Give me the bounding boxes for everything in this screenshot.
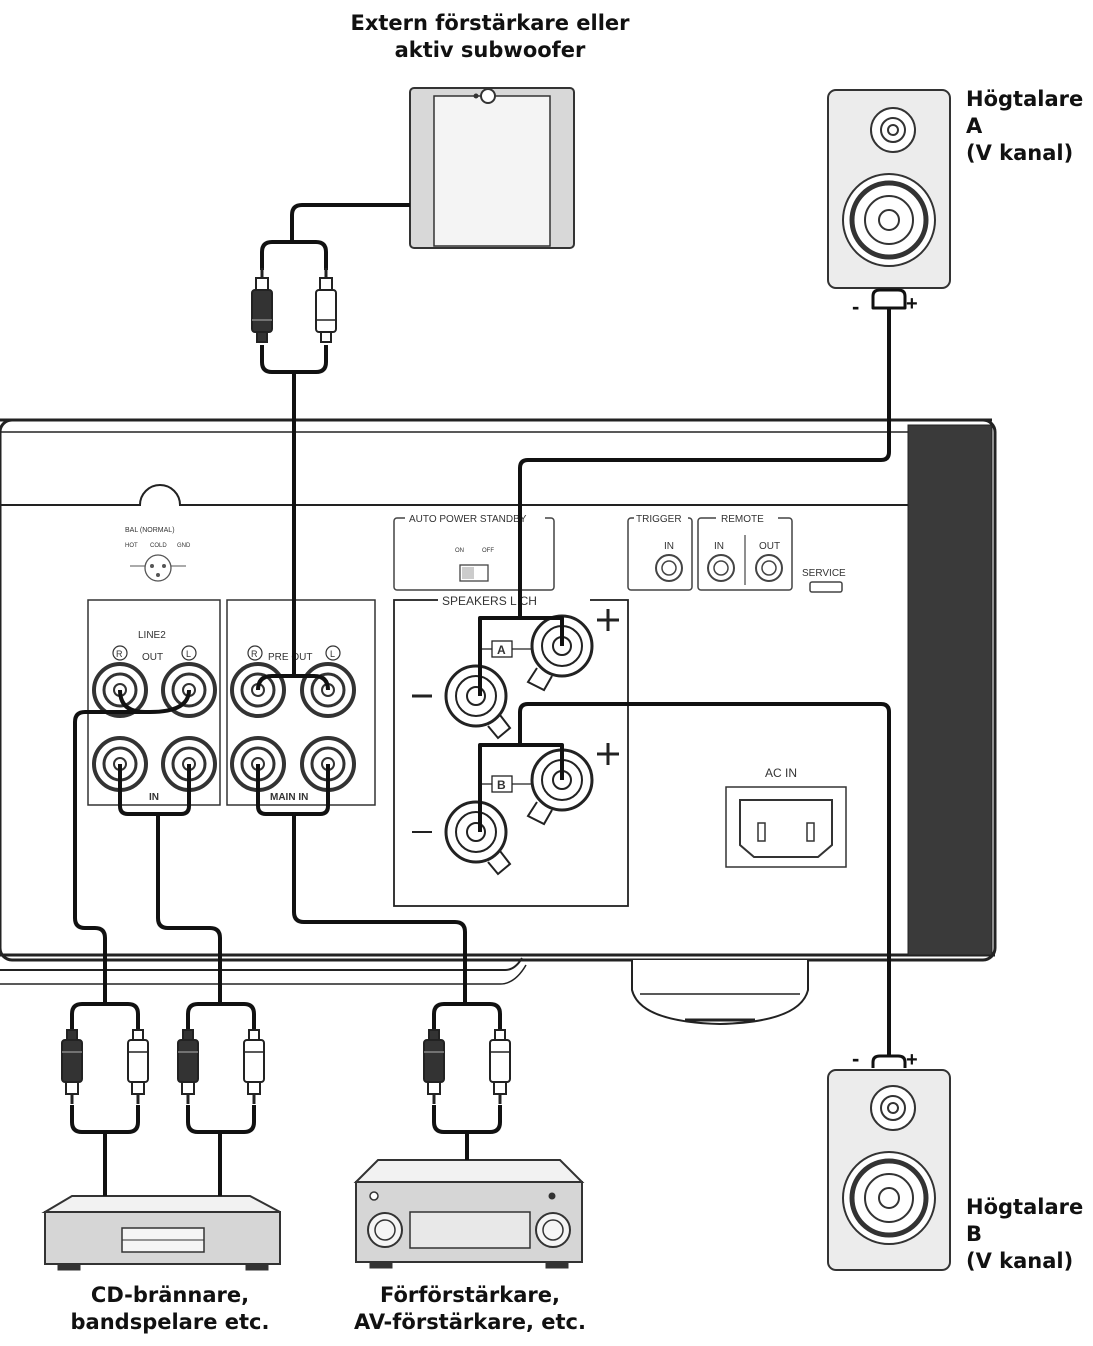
amplifier-foot bbox=[631, 960, 809, 1026]
line2-in-to-cd bbox=[156, 814, 222, 1004]
line2-jacks: LINE2 OUT R L IN bbox=[87, 599, 221, 806]
terminal-b-label: B bbox=[497, 778, 506, 792]
subwoofer-y-split-bottom bbox=[260, 345, 328, 374]
preamp-plug-white bbox=[489, 1029, 511, 1104]
speaker-a-minus-terminal[interactable] bbox=[444, 664, 512, 740]
cd-recorder-caption: CD-brännare, bandspelare etc. bbox=[40, 1282, 300, 1336]
subwoofer-caption-line1: Extern förstärkare eller bbox=[350, 11, 630, 35]
line2-out-l-jack[interactable] bbox=[161, 662, 217, 718]
line2-out-r-jack[interactable] bbox=[92, 662, 148, 718]
trigger-remote-jacks: TRIGGER REMOTE IN IN OUT SERVICE bbox=[627, 511, 846, 593]
speaker-b bbox=[827, 1069, 951, 1271]
line2-l-label: L bbox=[186, 649, 191, 659]
speaker-a-caption-line1: Högtalare A bbox=[966, 87, 1084, 138]
subwoofer bbox=[409, 87, 575, 249]
remote-in-jack[interactable] bbox=[707, 554, 735, 582]
remote-label: REMOTE bbox=[721, 514, 764, 525]
remote-in-label: IN bbox=[714, 541, 724, 552]
line2-label: LINE2 bbox=[138, 630, 166, 641]
main-in-to-preamp bbox=[292, 814, 467, 1004]
speaker-b-cable bbox=[478, 702, 891, 1056]
main-in-label: MAIN IN bbox=[270, 792, 308, 803]
cd-out-plug-dark bbox=[61, 1029, 83, 1104]
speaker-b-minus-sign: - bbox=[852, 1046, 859, 1071]
cd-in-plug-dark bbox=[177, 1029, 199, 1104]
auto-power-standby-switch[interactable]: AUTO POWER STANDBY ON OFF bbox=[393, 511, 555, 591]
preamp-caption: Förförstärkare, AV-förstärkare, etc. bbox=[325, 1282, 615, 1336]
subwoofer-plug-dark bbox=[251, 268, 273, 343]
speaker-b-plus-sign: + bbox=[906, 1049, 918, 1071]
ac-in-label: AC IN bbox=[765, 766, 797, 780]
subwoofer-caption-line2: aktiv subwoofer bbox=[394, 38, 586, 62]
pre-out-r-label: R bbox=[251, 649, 258, 659]
cables bbox=[70, 203, 907, 1196]
auto-power-standby-label: AUTO POWER STANDBY bbox=[409, 514, 527, 525]
subwoofer-plug-white bbox=[315, 268, 337, 343]
service-label: SERVICE bbox=[802, 568, 846, 579]
speaker-terminals: SPEAKERS L CH A B bbox=[393, 592, 629, 907]
pre-out-l-jack[interactable] bbox=[300, 662, 356, 718]
cd-recorder bbox=[41, 1195, 281, 1271]
pre-out-main-in-jacks: PRE OUT R L MAIN IN bbox=[226, 599, 376, 806]
line2-in-label: IN bbox=[149, 792, 159, 803]
speakers-label: SPEAKERS L CH bbox=[442, 594, 537, 608]
speaker-a bbox=[827, 89, 951, 289]
side-handle bbox=[907, 424, 993, 956]
speaker-a-cable bbox=[478, 308, 891, 696]
preamp-caption-line2: AV-förstärkare, etc. bbox=[354, 1310, 586, 1334]
switch-off-label: OFF bbox=[482, 548, 494, 554]
bal-pin-gnd: GND bbox=[177, 543, 191, 549]
bal-pin-hot: HOT bbox=[125, 543, 138, 549]
av-amplifier bbox=[353, 1159, 585, 1269]
speaker-b-caption: Högtalare B (V kanal) bbox=[966, 1194, 1091, 1275]
speaker-a-caption: Högtalare A (V kanal) bbox=[966, 86, 1091, 167]
bal-label: BAL (NORMAL) bbox=[125, 527, 175, 534]
speaker-b-caption-line1: Högtalare B bbox=[966, 1195, 1084, 1246]
trigger-in-label: IN bbox=[664, 541, 674, 552]
balanced-input-connector: BAL (NORMAL) HOT COLD GND bbox=[125, 527, 191, 582]
line2-out-to-cd bbox=[73, 710, 150, 1004]
cd-caption-line1: CD-brännare, bbox=[90, 1283, 250, 1307]
line2-out-label: OUT bbox=[142, 652, 163, 663]
line2-r-label: R bbox=[116, 649, 123, 659]
cd-out-plug-white bbox=[127, 1029, 149, 1104]
terminal-a-label: A bbox=[497, 643, 506, 657]
switch-on-label: ON bbox=[455, 548, 464, 554]
pre-out-bridge bbox=[256, 674, 330, 691]
trigger-label: TRIGGER bbox=[636, 514, 682, 525]
pre-out-label: PRE OUT bbox=[268, 652, 312, 663]
speaker-a-plus-lead bbox=[520, 616, 564, 646]
preamp-plug-dark bbox=[423, 1029, 445, 1104]
preamp-caption-line1: Förförstärkare, bbox=[380, 1283, 560, 1307]
cd-caption-line2: bandspelare etc. bbox=[70, 1310, 270, 1334]
remote-out-label: OUT bbox=[759, 541, 780, 552]
bal-pin-cold: COLD bbox=[150, 543, 167, 549]
speaker-b-minus-terminal[interactable] bbox=[444, 800, 512, 876]
speaker-a-caption-line2: (V kanal) bbox=[966, 141, 1074, 165]
speaker-b-caption-line2: (V kanal) bbox=[966, 1249, 1074, 1273]
speaker-a-minus-sign: - bbox=[852, 294, 859, 319]
speaker-b-plus-lead bbox=[520, 743, 564, 780]
ac-inlet[interactable]: AC IN bbox=[725, 766, 847, 868]
remote-out-jack[interactable] bbox=[755, 554, 783, 582]
subwoofer-y-split-top bbox=[260, 240, 328, 270]
line2-in-cable bbox=[118, 764, 191, 816]
subwoofer-cable bbox=[290, 203, 410, 242]
service-port[interactable] bbox=[809, 581, 843, 593]
rca-plugs bbox=[61, 268, 511, 1104]
trigger-in-jack[interactable] bbox=[655, 554, 683, 582]
amplifier-rear-panel bbox=[0, 418, 997, 1026]
speaker-a-plus-sign: + bbox=[906, 293, 918, 315]
pre-out-l-label: L bbox=[330, 649, 335, 659]
cd-in-plug-white bbox=[243, 1029, 265, 1104]
subwoofer-caption: Extern förstärkare eller aktiv subwoofer bbox=[330, 10, 650, 64]
